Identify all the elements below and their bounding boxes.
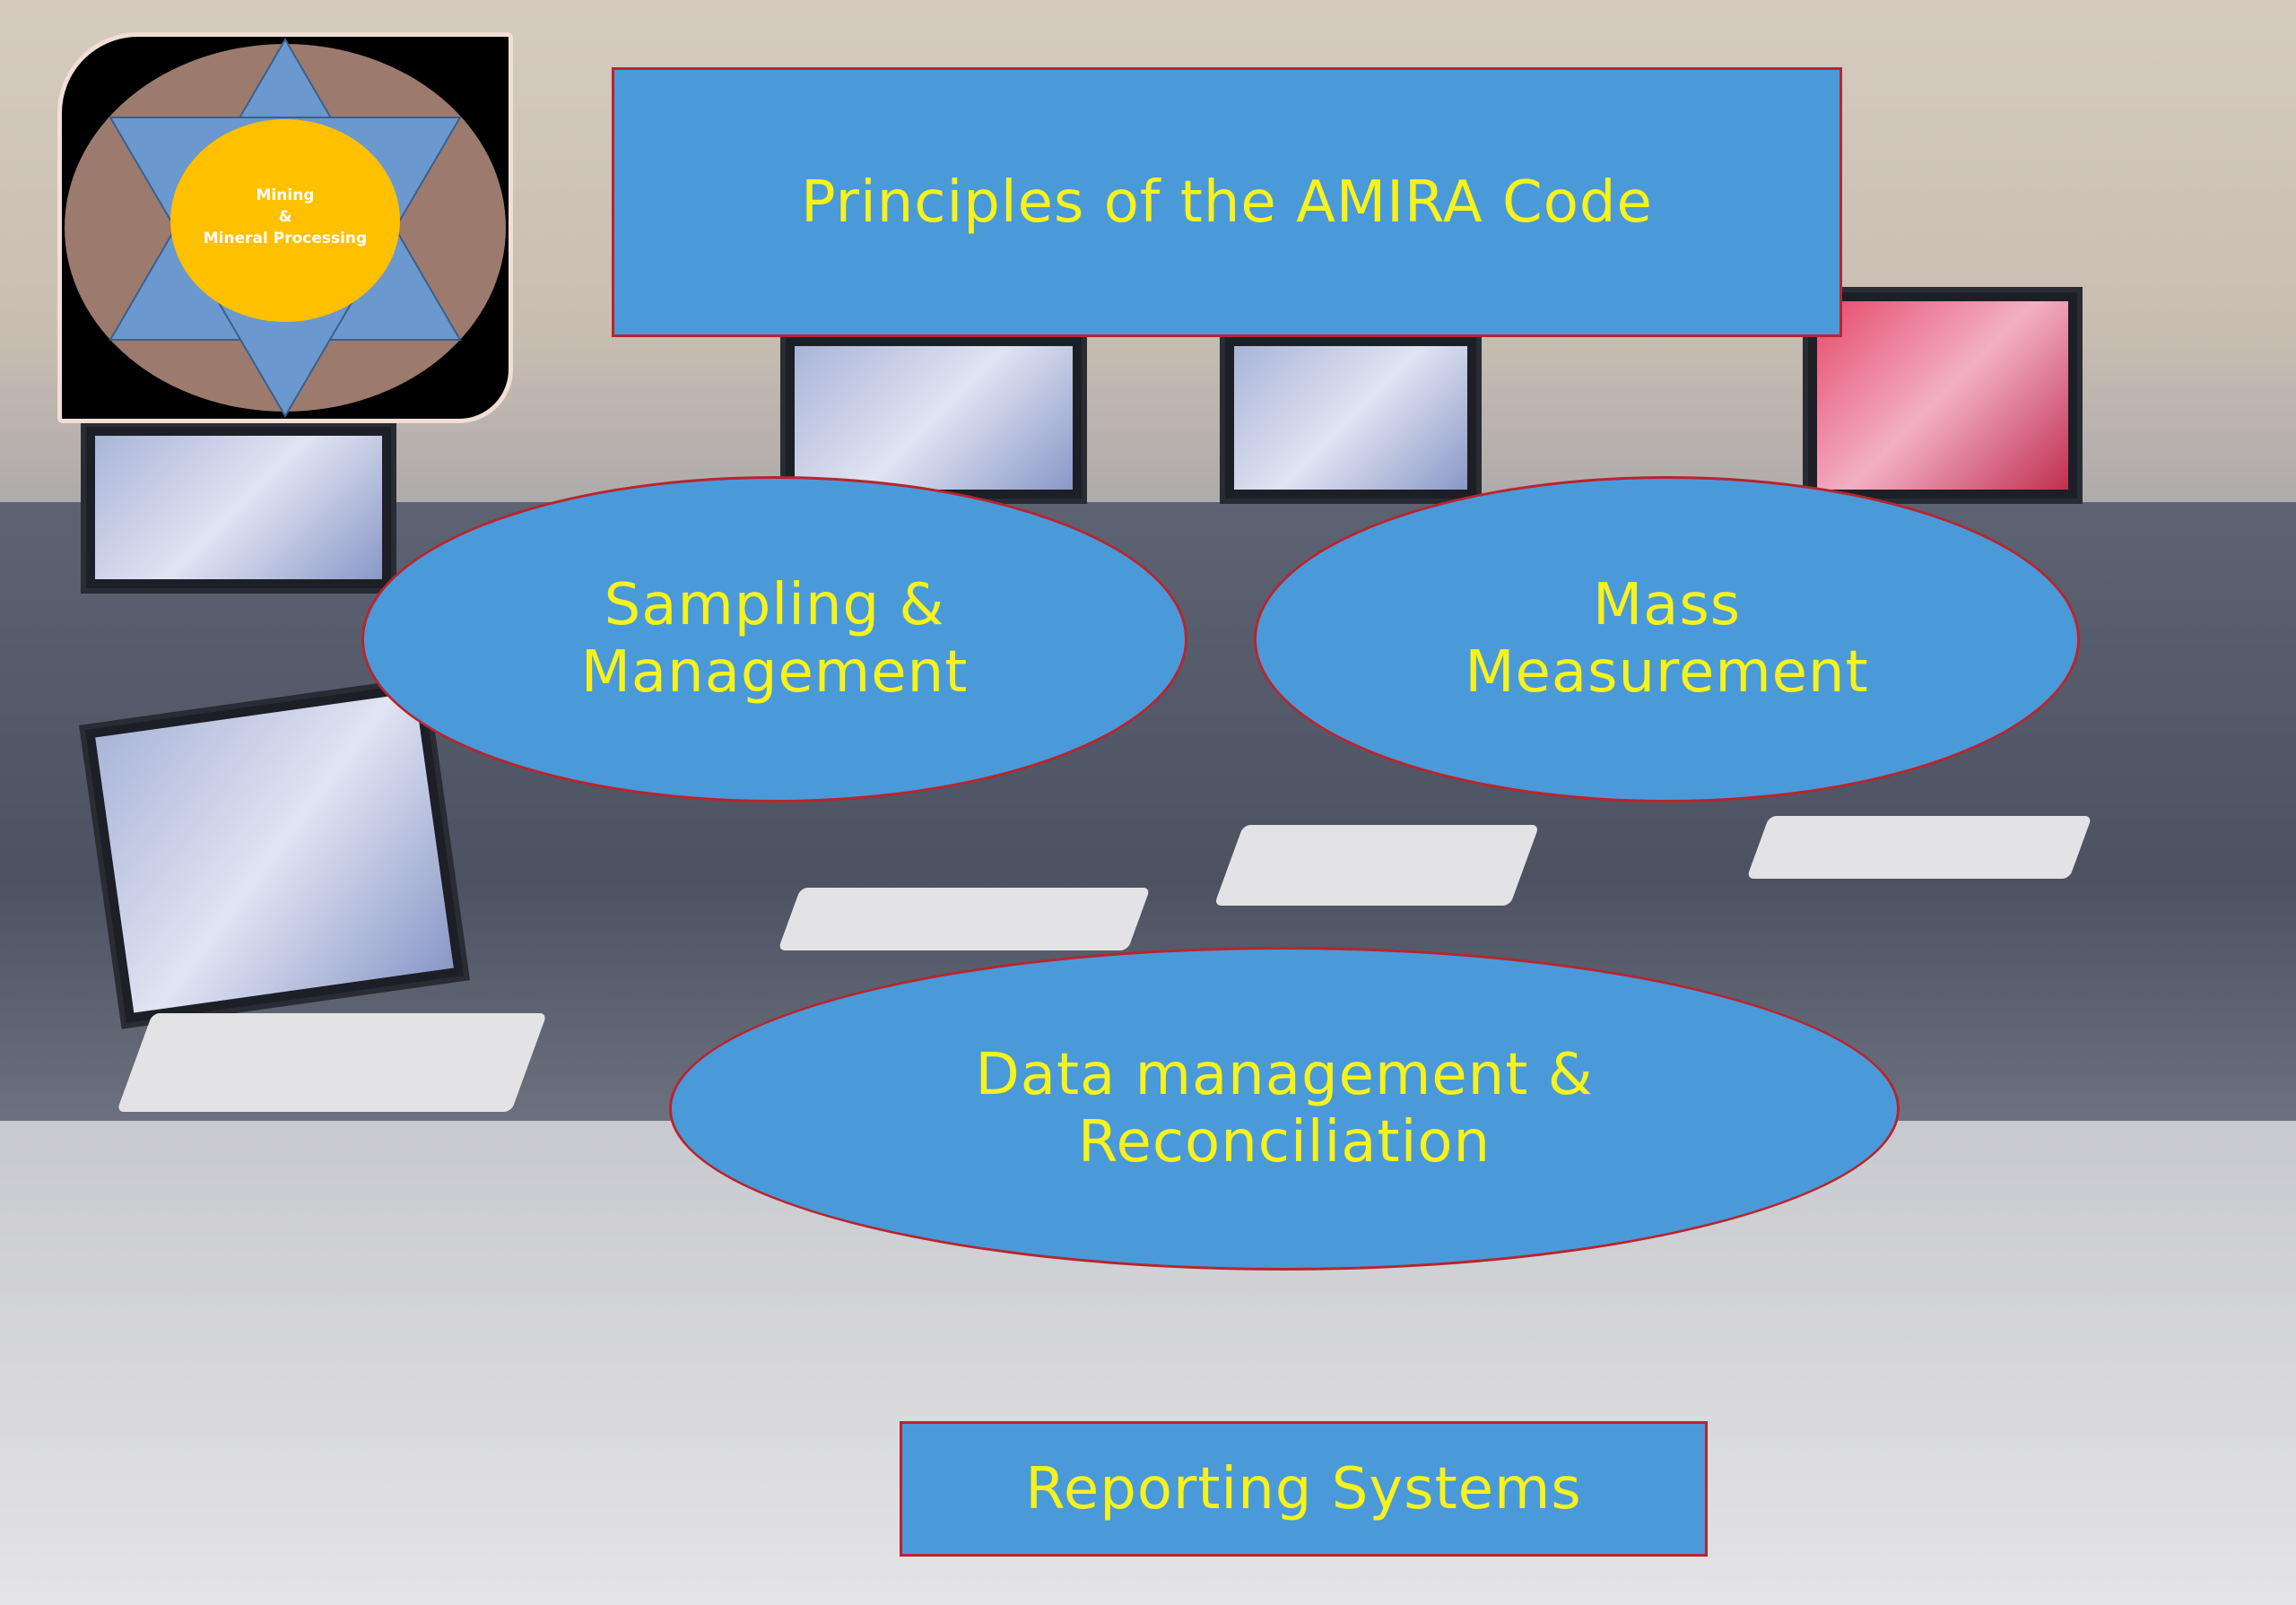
background-monitor xyxy=(79,676,470,1029)
node-reporting-systems: Reporting Systems xyxy=(900,1421,1708,1557)
node-label: Sampling & xyxy=(604,572,945,639)
background-keyboard xyxy=(1213,825,1540,906)
logo: Mining & Mineral Processing xyxy=(57,32,513,423)
background-keyboard xyxy=(116,1013,548,1112)
node-data-reconciliation: Data management & Reconciliation xyxy=(669,947,1900,1271)
node-label: Measurement xyxy=(1465,639,1869,706)
node-mass-measurement: Mass Measurement xyxy=(1254,476,2080,802)
node-label: Reconciliation xyxy=(1077,1108,1492,1176)
background-monitor xyxy=(81,421,396,594)
logo-text: & xyxy=(279,208,292,226)
title-box: Principles of the AMIRA Code xyxy=(612,67,1842,337)
node-label: Management xyxy=(580,639,969,706)
node-label: Reporting Systems xyxy=(1025,1455,1582,1523)
background-monitor xyxy=(1220,332,1482,504)
logo-text: Mining xyxy=(257,187,315,204)
background-monitor xyxy=(1803,287,2083,504)
node-sampling-management: Sampling & Management xyxy=(361,476,1187,802)
background-keyboard xyxy=(1746,816,2092,879)
node-label: Mass xyxy=(1592,572,1742,639)
node-label: Data management & xyxy=(975,1041,1594,1108)
page-title: Principles of the AMIRA Code xyxy=(801,169,1653,236)
logo-star-graphic: Mining & Mineral Processing xyxy=(65,38,506,418)
logo-text: Mineral Processing xyxy=(204,230,367,247)
background-keyboard xyxy=(778,888,1151,950)
